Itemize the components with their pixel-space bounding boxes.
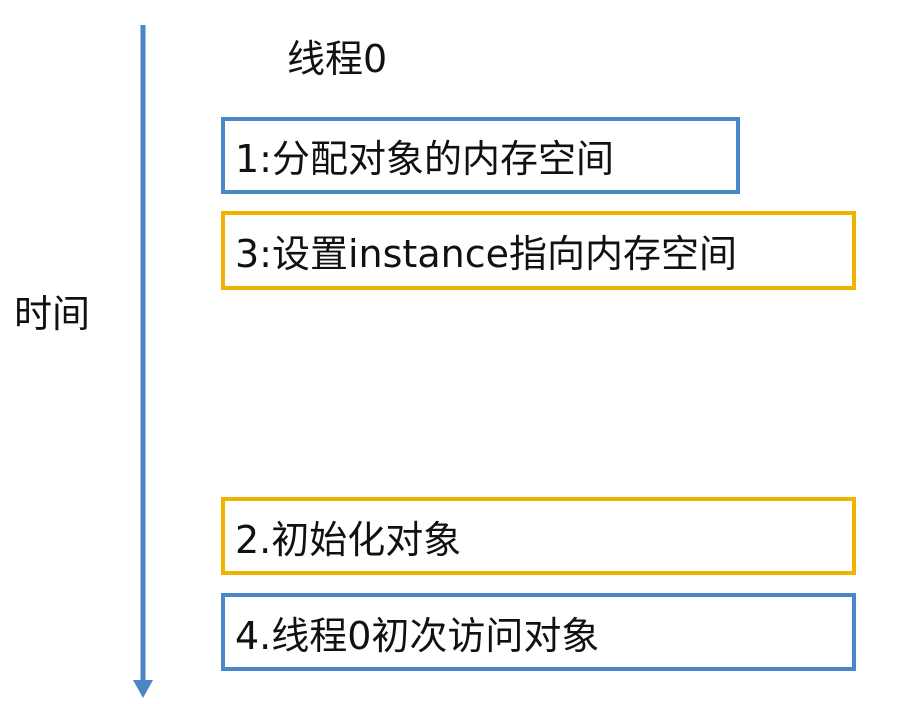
step-allocate-memory: 1:分配对象的内存空间	[221, 117, 740, 194]
step-first-access: 4.线程0初次访问对象	[221, 593, 856, 671]
time-axis-label: 时间	[14, 292, 91, 336]
step-set-instance-pointer: 3:设置instance指向内存空间	[221, 211, 856, 290]
thread-title: 线程0	[287, 37, 388, 81]
step-initialize-object: 2.初始化对象	[221, 497, 856, 575]
